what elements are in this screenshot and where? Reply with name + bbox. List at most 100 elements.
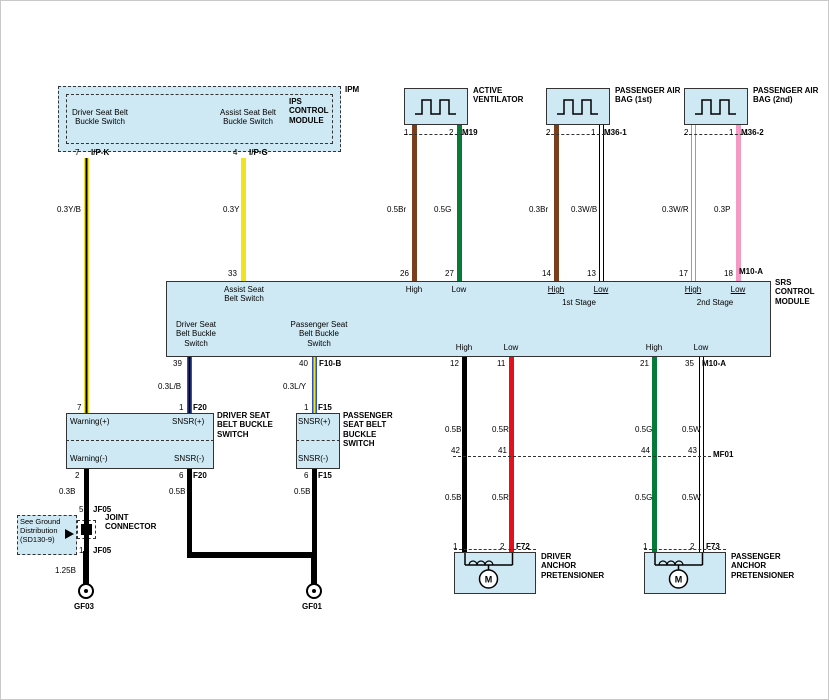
ipm-pin-7: 7 (75, 148, 80, 157)
wire-green-passenger-pret-high (652, 357, 657, 552)
srs-high-label-m19: High (405, 285, 423, 294)
passenger-pretensioner-label: PASSENGER ANCHOR PRETENSIONER (731, 552, 795, 580)
m36-2-conn-label: M36-2 (741, 128, 764, 137)
srs-high-label-stage1: High (547, 285, 565, 294)
ipm-box (58, 86, 341, 152)
mf01-conn-label: MF01 (713, 450, 734, 459)
f20-pin-6: 6 (179, 471, 184, 480)
wire-black-driver-pret-high (462, 357, 467, 552)
joint-connector-label: JOINT CONNECTOR (105, 513, 157, 532)
motor-symbol-icon: M (654, 553, 704, 589)
driver-buckle-switch-box (66, 413, 214, 469)
m36-1-pin-2: 2 (546, 128, 551, 137)
connector-line-m36-2 (684, 134, 748, 135)
srs-pin-21: 21 (640, 359, 649, 368)
wire-blue-black-driver-snsr (187, 357, 192, 413)
passenger-buckle-switch-label: PASSENGER SEAT BELT BUCKLE SWITCH (343, 411, 393, 449)
wire-label-03ly: 0.3L/Y (283, 382, 307, 391)
wire-black-driver-warning-ground (84, 469, 89, 555)
wire-label-05w-upper: 0.5W (682, 425, 701, 434)
f15-conn-label-top: F15 (318, 403, 332, 412)
ground-symbol-gf01-dot (312, 589, 316, 593)
m36-1-conn-label: M36-1 (604, 128, 627, 137)
squib-symbol-icon (415, 99, 456, 115)
wire-white-red-airbag2-high (691, 125, 696, 281)
passenger-airbag-1st-label: PASSENGER AIR BAG (1st) (615, 86, 681, 105)
ipm-driver-switch-label: Driver Seat Belt Buckle Switch (71, 108, 129, 127)
f72-pin-1: 1 (453, 542, 458, 551)
wire-brown-airbag1-high (554, 125, 559, 281)
srs-low-label-driver-pret: Low (503, 343, 519, 352)
wire-label-03wb: 0.3W/B (571, 205, 598, 214)
f15-conn-label-bottom: F15 (318, 471, 332, 480)
ips-control-module-box (66, 94, 333, 144)
m19-conn-label: M19 (462, 128, 478, 137)
passenger-buckle-switch-box (296, 413, 340, 469)
ips-module-label: IPS CONTROL MODULE (289, 97, 329, 125)
wire-label-05g-lower: 0.5G (635, 493, 653, 502)
srs-conn-m10a-bottom: M10-A (702, 359, 727, 368)
srs-pin-12: 12 (450, 359, 459, 368)
f20-conn-label-top: F20 (193, 403, 207, 412)
ipm-assist-switch-label: Assist Seat Belt Buckle Switch (219, 108, 277, 127)
wire-brown-ventilator-high (412, 125, 417, 281)
wire-yellow-black-driver-warning (84, 158, 89, 413)
m36-2-pin-1: 1 (729, 128, 734, 137)
f20-pin-1: 1 (179, 403, 184, 412)
wire-pink-airbag2-low (736, 125, 741, 281)
f72-pin-2: 2 (500, 542, 505, 551)
driver-snsr-minus-label: SNSR(-) (174, 454, 205, 463)
wire-label-125b: 1.25B (55, 566, 76, 575)
f73-pin-1: 1 (643, 542, 648, 551)
driver-buckle-divider (66, 440, 214, 441)
driver-warning-minus-label: Warning(-) (70, 454, 108, 463)
wire-yellow-assist (241, 158, 246, 281)
wire-label-05g: 0.5G (434, 205, 452, 214)
driver-buckle-switch-label: DRIVER SEAT BELT BUCKLE SWITCH (217, 411, 273, 439)
srs-conn-m10a-top: M10-A (739, 267, 764, 276)
srs-pin-14: 14 (542, 269, 551, 278)
connector-line-f72 (454, 549, 536, 550)
wire-blue-yellow-passenger-snsr (312, 357, 317, 413)
mf01-pin-43: 43 (688, 446, 697, 455)
wire-black-driver-snsr-ground (187, 469, 192, 558)
connector-line-m36-1 (546, 134, 610, 135)
m19-pin-1: 1 (404, 128, 409, 137)
srs-stage1-label: 1st Stage (562, 298, 596, 307)
f20-pin-2: 2 (75, 471, 80, 480)
passenger-buckle-divider (296, 440, 340, 441)
jf05-pin-1: 1 (79, 546, 84, 555)
driver-snsr-plus-label: SNSR(+) (172, 417, 205, 426)
driver-warning-plus-label: Warning(+) (70, 417, 110, 426)
wire-black-gf01-drop (311, 552, 317, 586)
wire-label-05b-lower: 0.5B (445, 493, 462, 502)
srs-pin-33: 33 (228, 269, 237, 278)
wire-label-05r-lower: 0.5R (492, 493, 509, 502)
wire-label-03y: 0.3Y (223, 205, 240, 214)
srs-pin-26: 26 (400, 269, 409, 278)
wire-label-03p: 0.3P (714, 205, 731, 214)
srs-low-label-stage1: Low (593, 285, 609, 294)
srs-pin-35: 35 (685, 359, 694, 368)
srs-passenger-buckle-label: Passenger Seat Belt Buckle Switch (290, 320, 348, 348)
squib-symbol-icon (557, 99, 598, 115)
srs-assist-switch-label: Assist Seat Belt Switch (223, 285, 264, 304)
joint-connector-symbol (81, 524, 92, 535)
wire-label-03b: 0.3B (59, 487, 76, 496)
squib-symbol-icon (695, 99, 736, 115)
srs-conn-f10b: F10-B (319, 359, 342, 368)
jf05-pin-5: 5 (79, 505, 84, 514)
passenger-snsr-minus-label: SNSR(-) (298, 454, 329, 463)
passenger-airbag-1st-box (546, 88, 610, 125)
motor-symbol-icon: M (464, 553, 514, 589)
wire-black-passenger-snsr-ground (312, 469, 317, 558)
m36-2-pin-2: 2 (684, 128, 689, 137)
f72-conn-label: F72 (516, 542, 530, 551)
mf01-pin-44: 44 (641, 446, 650, 455)
ipm-conn-ipk: I/P-K (91, 148, 110, 157)
srs-pin-27: 27 (445, 269, 454, 278)
m19-pin-2: 2 (449, 128, 454, 137)
m36-1-pin-1: 1 (591, 128, 596, 137)
f15-pin-1: 1 (304, 403, 309, 412)
